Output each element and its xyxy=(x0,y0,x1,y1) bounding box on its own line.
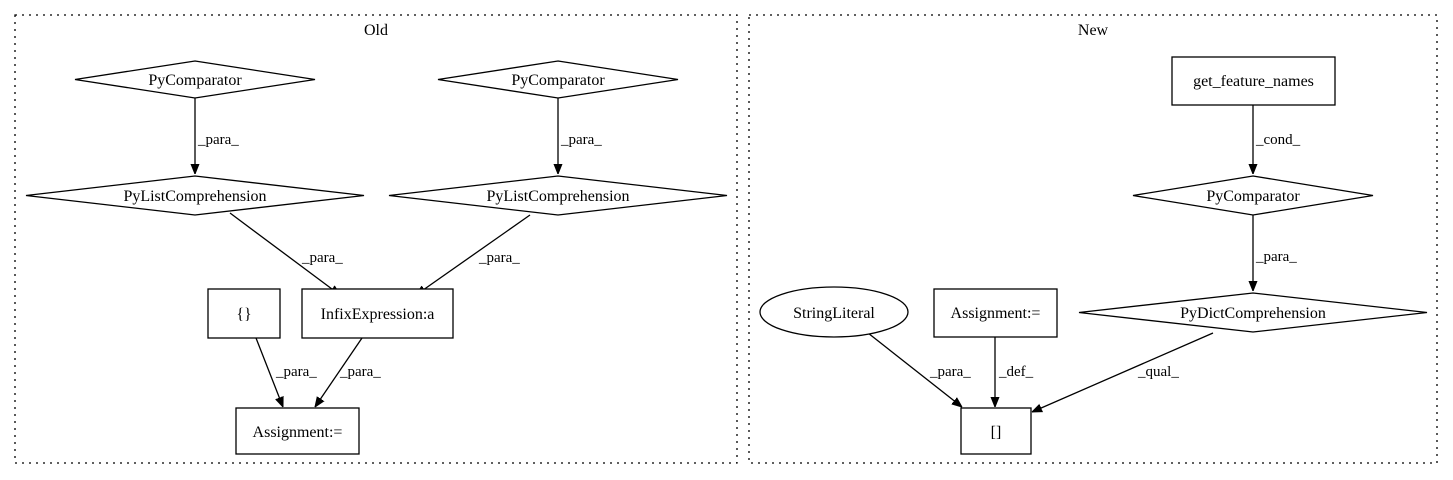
node-label: PyComparator xyxy=(511,72,605,89)
cluster-old-frame xyxy=(14,14,738,464)
node-old-comparator-2: PyComparator xyxy=(437,60,679,99)
node-label: {} xyxy=(236,306,251,323)
node-new-comparator: PyComparator xyxy=(1132,175,1374,216)
edge-old-cmp2-listcomp2: _para_ xyxy=(558,98,602,174)
edge-new-comparator-dictcomp: _para_ xyxy=(1253,215,1297,291)
node-label: PyComparator xyxy=(1206,188,1300,205)
old-edges: _para_ _para_ _para_ _para_ _para_ _para… xyxy=(195,98,602,407)
edge-new-dictcomp-index: _qual_ xyxy=(1032,332,1214,413)
node-label: PyListComprehension xyxy=(486,188,629,205)
new-edges: _cond_ _para_ _para_ _def_ _qual_ xyxy=(867,105,1301,413)
edge-new-assignment-index: _def_ xyxy=(995,337,1034,407)
edge-label: _para_ xyxy=(1255,249,1297,265)
edge-new-getfeat-comparator: _cond_ xyxy=(1253,105,1301,174)
edge-old-infix-assignment: _para_ xyxy=(315,337,381,407)
edge-old-braces-assignment: _para_ xyxy=(255,337,317,407)
old-nodes: PyComparator PyComparator PyListComprehe… xyxy=(25,60,728,455)
edge-label: _para_ xyxy=(301,250,343,266)
node-label: PyListComprehension xyxy=(123,188,266,205)
node-new-get-feature-names: get_feature_names xyxy=(1171,56,1336,106)
node-label: PyComparator xyxy=(148,72,242,89)
edge-label: _para_ xyxy=(197,132,239,148)
cluster-old-label: Old xyxy=(364,22,388,39)
node-label: get_feature_names xyxy=(1193,73,1314,90)
node-label: Assignment:= xyxy=(951,305,1041,322)
edge-label: _qual_ xyxy=(1137,364,1179,380)
node-label: PyDictComprehension xyxy=(1180,305,1326,322)
node-old-listcomp-1: PyListComprehension xyxy=(25,175,365,216)
node-label: StringLiteral xyxy=(793,305,875,322)
node-old-comparator-1: PyComparator xyxy=(74,60,316,99)
cluster-new-label: New xyxy=(1078,22,1109,39)
edge-label: _para_ xyxy=(560,132,602,148)
edge-label: _para_ xyxy=(478,250,520,266)
node-new-stringliteral: StringLiteral xyxy=(759,286,909,338)
node-old-listcomp-2: PyListComprehension xyxy=(388,175,728,216)
node-label: Assignment:= xyxy=(253,424,343,441)
node-label: [] xyxy=(991,424,1002,441)
node-old-infix: InfixExpression:a xyxy=(301,288,454,339)
edge-label: _para_ xyxy=(929,364,971,380)
edge-label: _cond_ xyxy=(1255,132,1301,148)
edge-new-stringliteral-index: _para_ xyxy=(867,332,971,407)
edge-label: _para_ xyxy=(275,364,317,380)
node-new-dictcomp: PyDictComprehension xyxy=(1078,292,1428,333)
cluster-new: New xyxy=(748,14,1438,464)
node-new-index: [] xyxy=(960,407,1032,455)
cluster-new-frame xyxy=(748,14,1438,464)
node-old-assignment: Assignment:= xyxy=(235,407,360,455)
new-nodes: get_feature_names PyComparator StringLit… xyxy=(759,56,1428,455)
edge-label: _para_ xyxy=(339,364,381,380)
edge-old-listcomp1-infix: _para_ xyxy=(229,212,343,295)
node-label: InfixExpression:a xyxy=(321,306,435,323)
edge-old-cmp1-listcomp1: _para_ xyxy=(195,98,239,174)
node-new-assignment: Assignment:= xyxy=(933,288,1058,338)
edge-label: _def_ xyxy=(998,364,1034,380)
edge-old-listcomp2-infix: _para_ xyxy=(416,214,531,295)
node-old-braces: {} xyxy=(207,288,281,339)
cluster-old: Old xyxy=(14,14,738,464)
